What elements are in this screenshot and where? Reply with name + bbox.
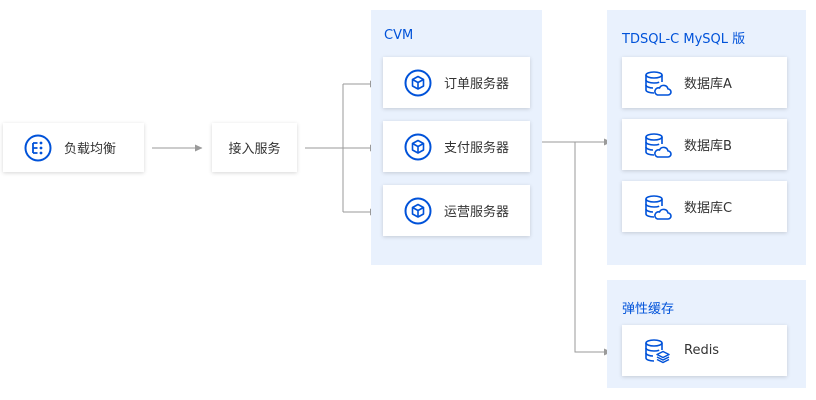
redis-node[interactable]: Redis [622, 325, 787, 376]
order-server-node[interactable]: 订单服务器 [383, 57, 530, 108]
database-b-node[interactable]: 数据库B [622, 119, 787, 170]
redis-label: Redis [684, 343, 720, 358]
cloud-database-icon [642, 130, 672, 160]
cvm-cube-icon [403, 68, 433, 98]
cloud-database-icon [642, 68, 672, 98]
cvm-cube-icon [403, 196, 433, 226]
load-balancer-icon [23, 133, 53, 163]
cloud-database-icon [642, 192, 672, 222]
tdsql-group-title: TDSQL-C MySQL 版 [622, 32, 746, 47]
ops-server-label: 运营服务器 [444, 205, 510, 220]
database-a-node[interactable]: 数据库A [622, 57, 787, 108]
database-b-label: 数据库B [684, 139, 732, 154]
pay-server-node[interactable]: 支付服务器 [383, 121, 530, 172]
database-c-label: 数据库C [684, 201, 733, 216]
database-a-label: 数据库A [684, 77, 732, 92]
access-service-node[interactable]: 接入服务 [212, 123, 297, 172]
database-c-node[interactable]: 数据库C [622, 181, 787, 232]
order-server-label: 订单服务器 [444, 77, 510, 92]
access-service-label: 接入服务 [228, 142, 281, 157]
load-balancer-label: 负载均衡 [64, 142, 117, 157]
cache-group-title: 弹性缓存 [622, 302, 675, 317]
cvm-cube-icon [403, 132, 433, 162]
cvm-group-title: CVM [384, 28, 414, 43]
load-balancer-node[interactable]: 负载均衡 [3, 123, 144, 172]
ops-server-node[interactable]: 运营服务器 [383, 185, 530, 236]
arrow-to-cache [574, 142, 612, 356]
pay-server-label: 支付服务器 [444, 141, 510, 156]
redis-database-icon [642, 336, 672, 366]
